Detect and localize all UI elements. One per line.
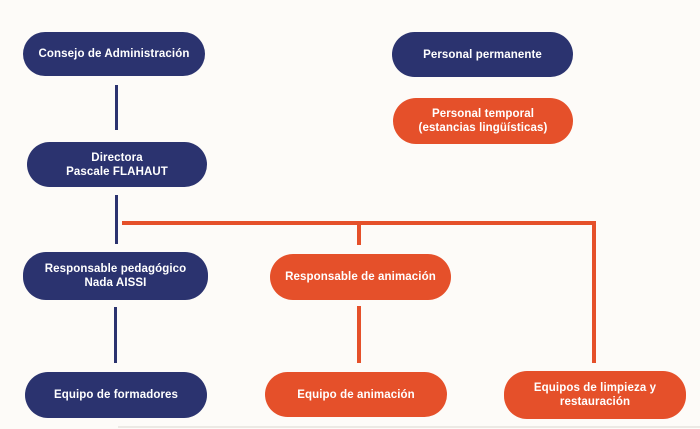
node-label: Consejo de Administración — [38, 48, 190, 60]
node-person-name: Pascale FLAHAUT — [66, 165, 168, 178]
legend-personal-permanente: Personal permanente — [392, 32, 573, 77]
node-label: Equipos de limpieza y — [533, 382, 657, 394]
connector-branch-limpieza — [592, 225, 596, 363]
node-label: Equipo de animación — [297, 388, 415, 401]
bottom-divider — [118, 426, 700, 428]
org-node-responsable-animacion: Responsable de animación — [270, 254, 451, 300]
node-role-label: Directora — [91, 151, 143, 164]
org-node-equipos-limpieza-restauracion: Equipos de limpieza y restauración — [504, 371, 686, 419]
legend-label: (estancias lingüísticas) — [418, 122, 548, 134]
connector-consejo-directora — [115, 85, 118, 130]
org-node-equipo-animacion: Equipo de animación — [265, 372, 447, 417]
org-node-equipo-formadores: Equipo de formadores — [25, 372, 207, 418]
node-label: Equipo de formadores — [53, 389, 179, 401]
org-node-consejo-de-administracion: Consejo de Administración — [23, 32, 205, 76]
connector-branch-animacion — [357, 225, 361, 245]
node-label: restauración — [559, 396, 631, 408]
connector-directora-pedagogico — [115, 195, 118, 244]
connector-animacion-equipo — [357, 306, 361, 363]
connector-pedagogico-formadores — [114, 307, 117, 363]
legend-label: Personal temporal — [431, 108, 535, 120]
node-label: Responsable de animación — [285, 271, 436, 283]
connector-branch-horizontal — [122, 221, 596, 225]
org-node-responsable-pedagogico: Responsable pedagógico Nada AISSI — [23, 252, 208, 300]
legend-label: Personal permanente — [423, 48, 542, 61]
org-node-directora: Directora Pascale FLAHAUT — [27, 142, 207, 187]
node-role-label: Responsable pedagógico — [44, 263, 187, 275]
legend-personal-temporal: Personal temporal (estancias lingüística… — [393, 98, 573, 144]
node-person-name: Nada AISSI — [84, 277, 147, 289]
